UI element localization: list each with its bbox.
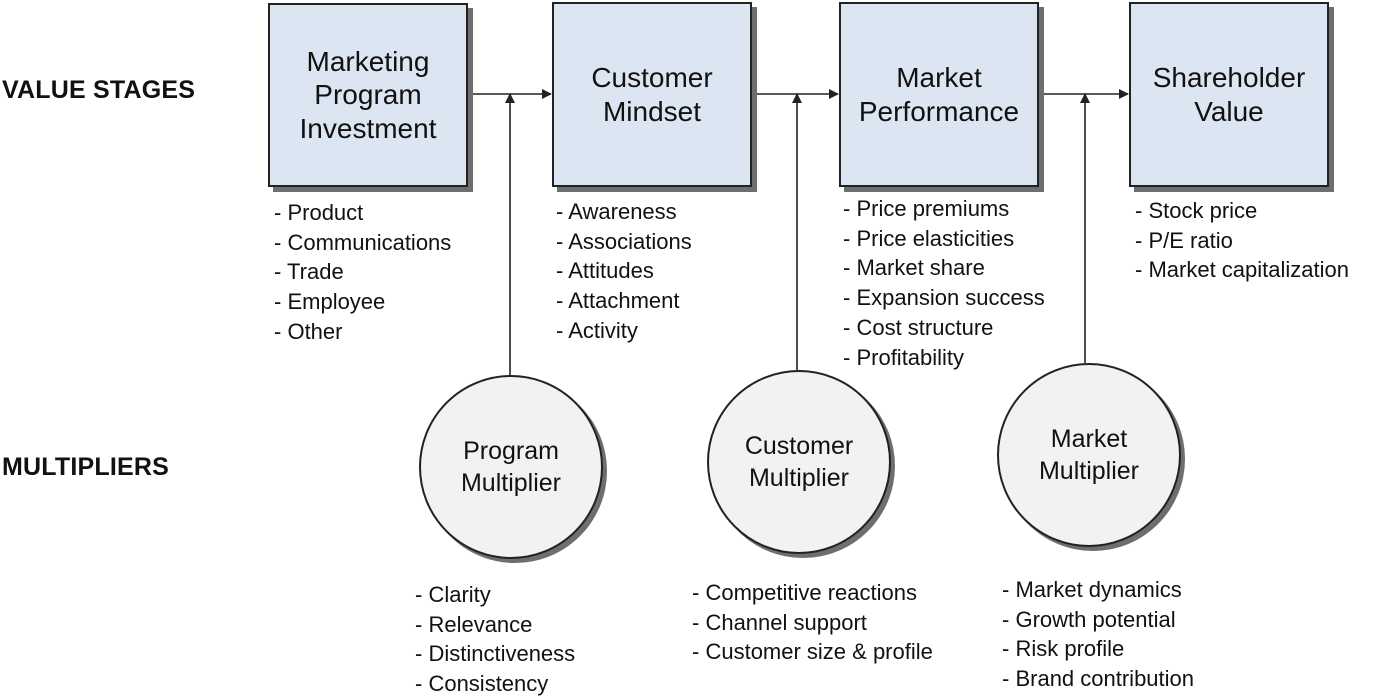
list-item: Market dynamics — [1002, 575, 1194, 605]
list-item: Attachment — [556, 286, 692, 316]
list-item: Risk profile — [1002, 634, 1194, 664]
list-item: Expansion success — [843, 283, 1044, 313]
list-item: Clarity — [415, 580, 575, 610]
list-item: Other — [274, 317, 451, 347]
list-item: Cost structure — [843, 313, 1045, 343]
list-item: Product — [274, 198, 451, 228]
circle-market-multiplier: Market Multiplier — [997, 363, 1181, 547]
list-item: Consistency — [415, 669, 575, 699]
list-item: Customer size & profile — [692, 637, 932, 667]
list-item: Brand contribution — [1002, 664, 1194, 694]
list-item: Trade — [274, 257, 451, 287]
stage-title: Market Performance — [858, 61, 1020, 127]
list-item: Market share — [843, 253, 1045, 283]
market-multiplier-items: Market dynamics Growth potential Risk pr… — [1002, 575, 1194, 694]
circle-program-multiplier: Program Multiplier — [419, 375, 603, 559]
stage-3-items: Price premiums Price elasticities Market… — [843, 194, 1045, 373]
stage-box-marketing-program-investment: Marketing Program Investment — [268, 3, 468, 187]
stage-title: Marketing Program Investment — [299, 45, 437, 144]
stage-1-items: Product Communications Trade Employee Ot… — [274, 198, 451, 347]
list-item: Stock price — [1135, 196, 1349, 226]
list-item: Price elasticities — [843, 224, 1045, 254]
list-item: Growth potential — [1002, 605, 1194, 635]
list-item: Competitive reactions — [692, 578, 933, 608]
list-item: Market capitalization — [1135, 255, 1349, 285]
list-item: Relevance — [415, 610, 575, 640]
list-item: Associations — [556, 227, 692, 257]
stage-box-customer-mindset: Customer Mindset — [552, 2, 752, 187]
list-item: Awareness — [556, 197, 692, 227]
list-item: Employee — [274, 287, 451, 317]
stage-box-shareholder-value: Shareholder Value — [1129, 2, 1329, 187]
value-stages-label: VALUE STAGES — [2, 76, 196, 104]
list-item: Activity — [556, 316, 692, 346]
customer-multiplier-items: Competitive reactions Channel support Cu… — [692, 578, 933, 667]
stage-4-items: Stock price P/E ratio Market capitalizat… — [1135, 196, 1349, 285]
circle-customer-multiplier: Customer Multiplier — [707, 370, 891, 554]
list-item: Communications — [274, 228, 451, 258]
list-item: Channel support — [692, 608, 933, 638]
stage-title: Shareholder Value — [1152, 61, 1306, 127]
stage-box-market-performance: Market Performance — [839, 2, 1039, 187]
list-item: Profitability — [843, 343, 1045, 373]
stage-title: Customer Mindset — [591, 61, 713, 127]
program-multiplier-items: Clarity Relevance Distinctiveness Consis… — [415, 580, 575, 699]
multiplier-title: Program Multiplier — [460, 436, 562, 498]
list-item: P/E ratio — [1135, 226, 1349, 256]
multiplier-title: Market Multiplier — [1038, 424, 1140, 486]
multipliers-label: MULTIPLIERS — [2, 453, 170, 481]
stage-2-items: Awareness Associations Attitudes Attachm… — [556, 197, 692, 346]
list-item: Distinctiveness — [415, 639, 575, 669]
multiplier-title: Customer Multiplier — [744, 431, 854, 493]
list-item: Price premiums — [843, 194, 1045, 224]
list-item: Attitudes — [556, 256, 692, 286]
